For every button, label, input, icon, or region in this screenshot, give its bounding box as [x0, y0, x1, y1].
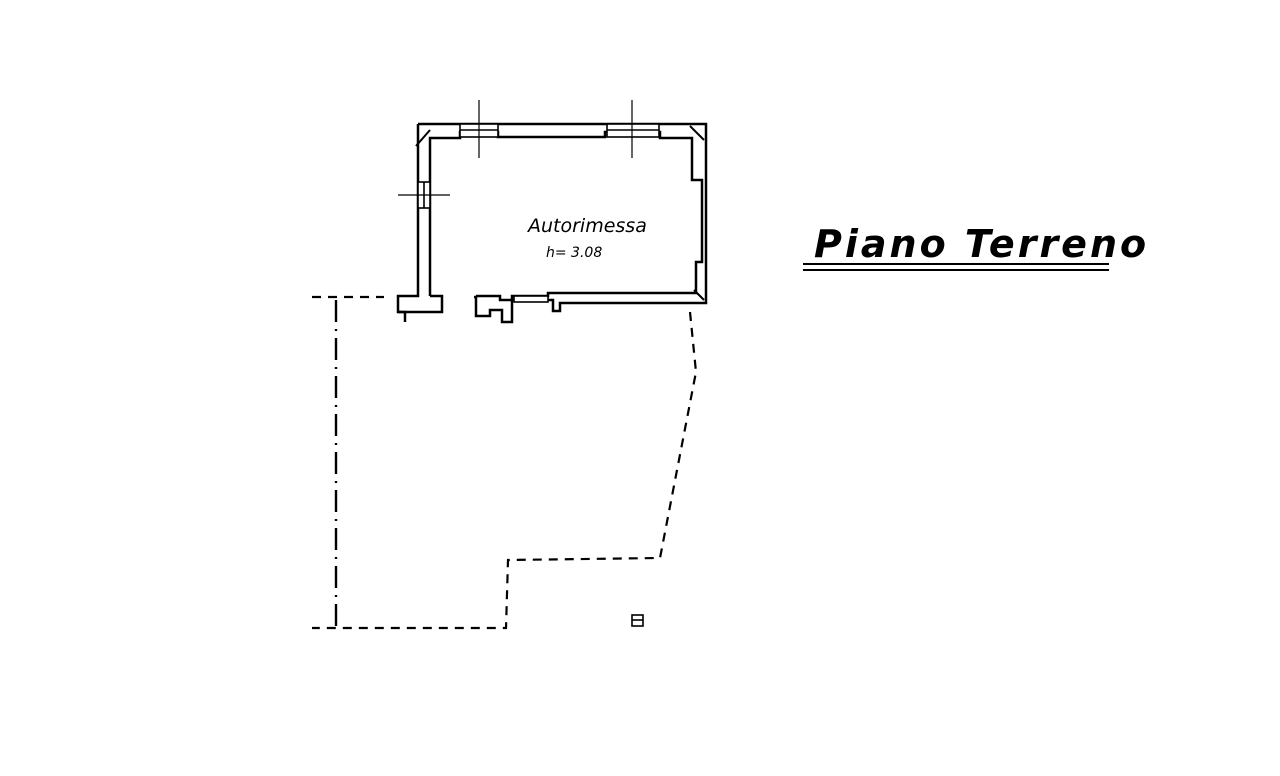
room-label: Autorimessa [526, 215, 647, 237]
floor-title-underline [803, 263, 1109, 271]
door-threshold [513, 295, 549, 303]
outdoor-area-boundary [312, 295, 698, 630]
survey-mark [631, 614, 644, 627]
window-axis-markers [398, 100, 633, 196]
room-height-label: h= 3.08 [546, 245, 602, 261]
windows [417, 123, 660, 303]
floor-title: Piano Terreno [814, 222, 1149, 266]
